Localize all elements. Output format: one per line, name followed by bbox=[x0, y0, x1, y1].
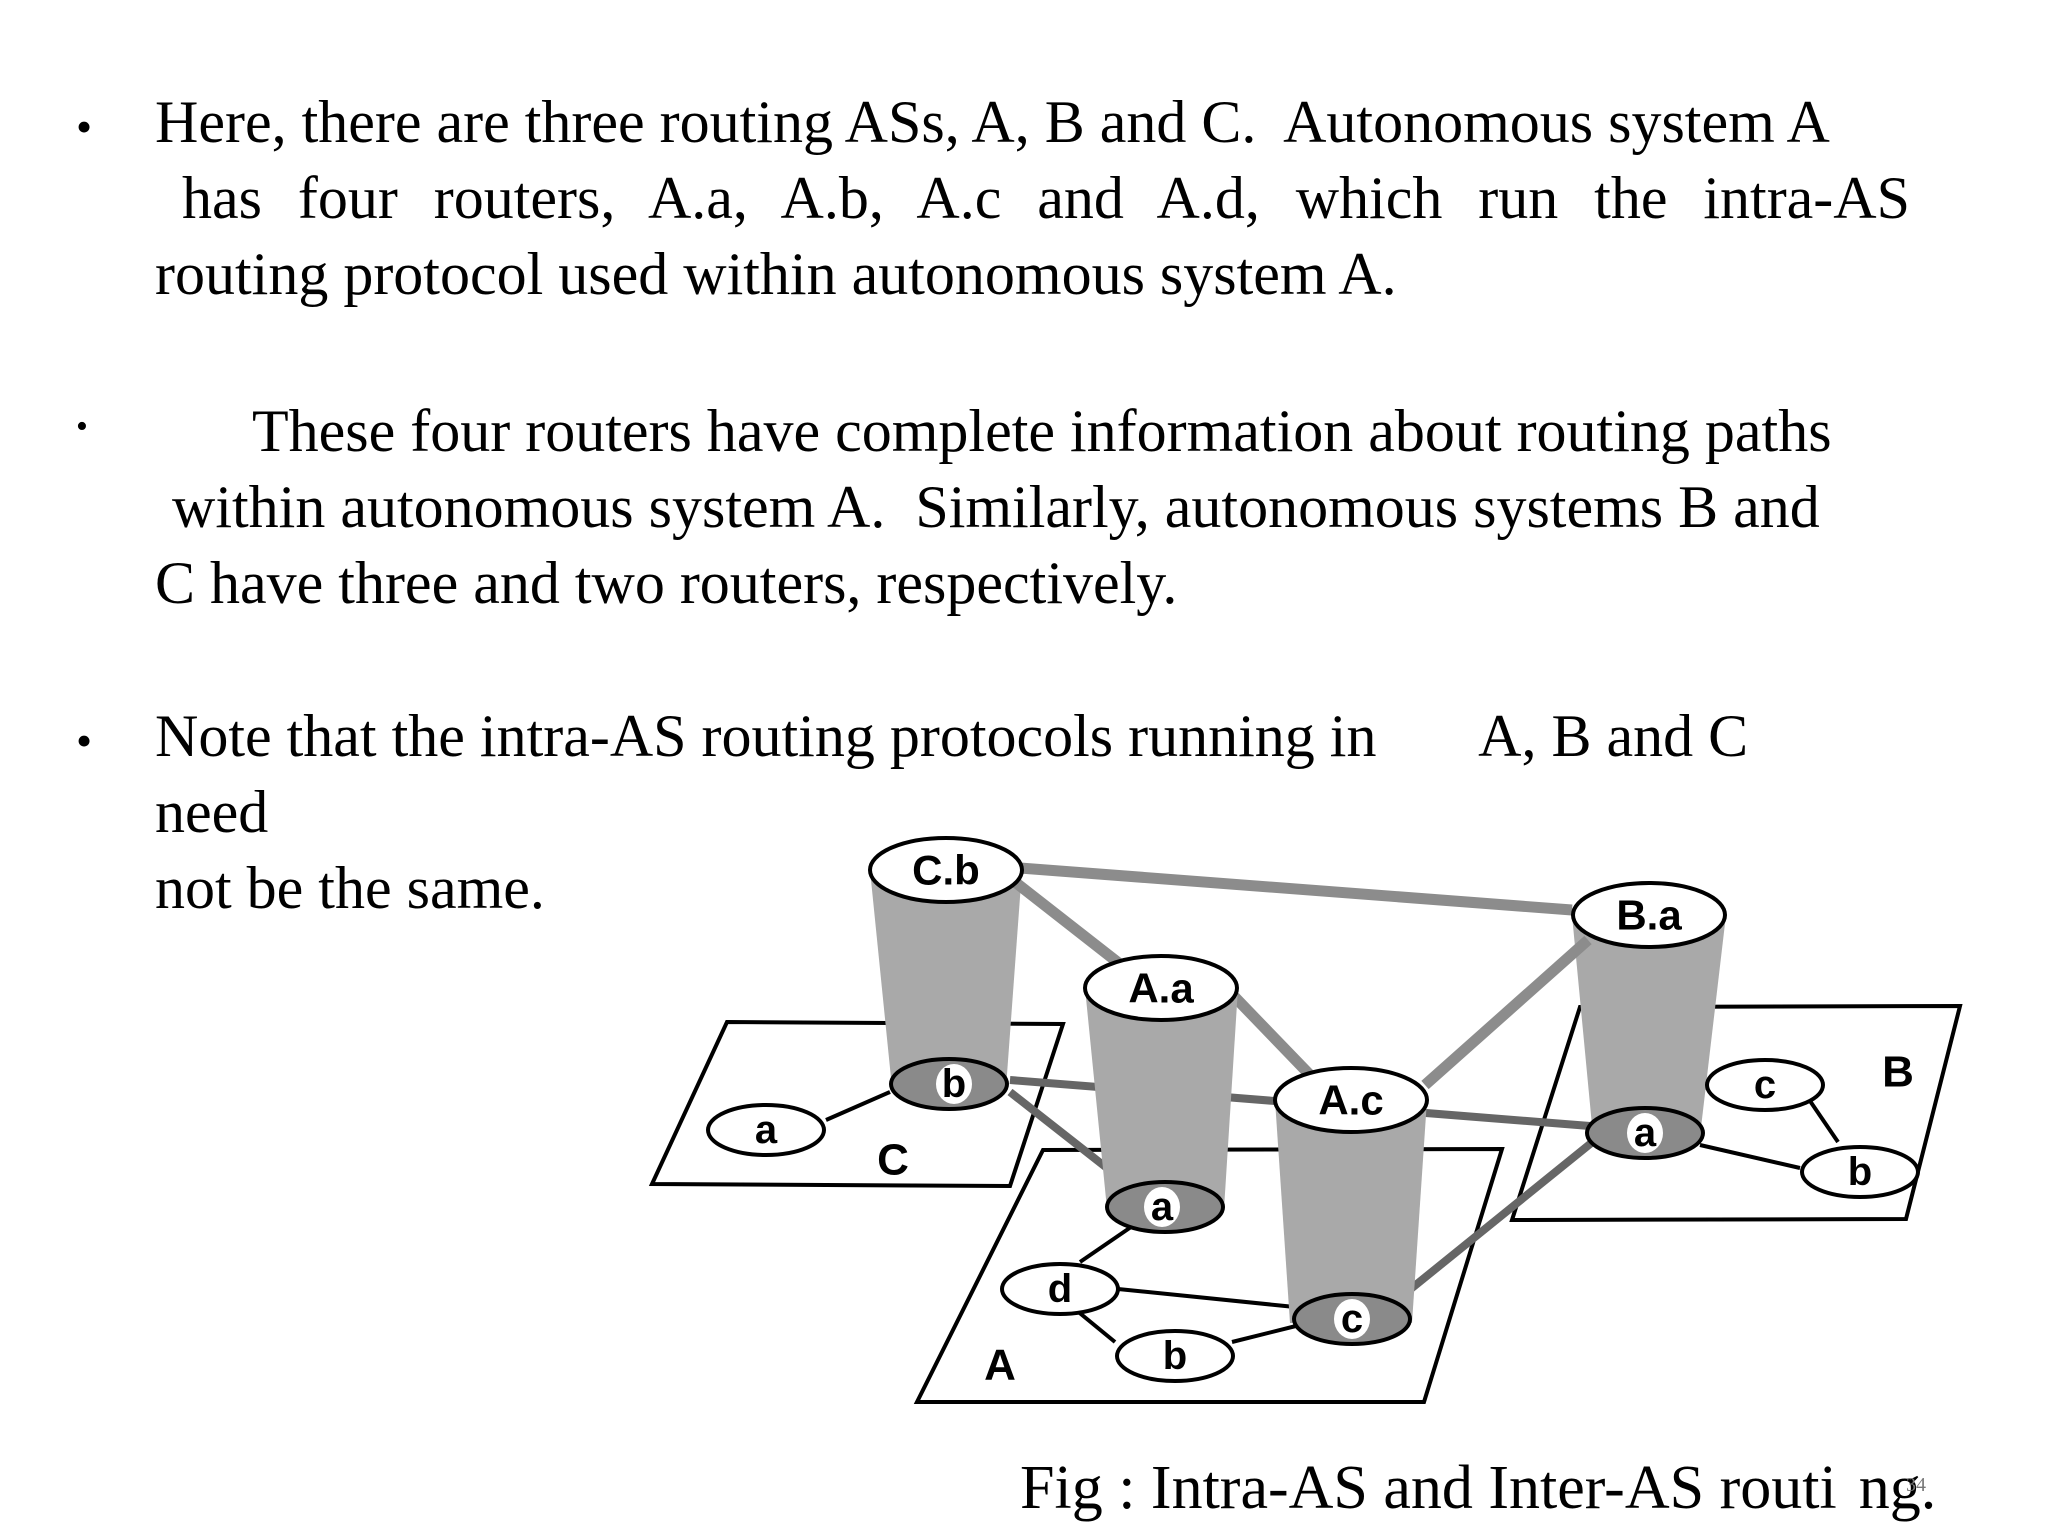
router-c-a bbox=[706, 1103, 826, 1157]
router-c-a-label: a bbox=[755, 1108, 778, 1152]
cylinder-a-c bbox=[1275, 1100, 1427, 1323]
gateway-b-a bbox=[1571, 881, 1727, 949]
link-ba-ac-top bbox=[1421, 935, 1592, 1090]
link-cb-ba-top bbox=[1019, 862, 1573, 916]
gateway-a-c-label: A.c bbox=[1318, 1077, 1383, 1124]
link-a-b-a-c bbox=[1231, 1323, 1301, 1344]
caption-part-2: ng. bbox=[1858, 1454, 1937, 1522]
cylinder-a-a bbox=[1085, 988, 1238, 1209]
router-a-c-label: c bbox=[1341, 1297, 1363, 1341]
link-cb-ac-top bbox=[1011, 877, 1129, 973]
upper-inter-links bbox=[1011, 862, 1592, 1090]
bullet-3-line-3: not be the same. bbox=[155, 855, 545, 921]
cylinder-c-b bbox=[870, 870, 1022, 1088]
link-aa-ac-top bbox=[1224, 986, 1314, 1079]
router-b-a-label: a bbox=[1634, 1111, 1657, 1155]
gateway-a-a bbox=[1083, 954, 1239, 1022]
bullet-1-line-3: routing protocol used within autonomous … bbox=[155, 241, 1397, 307]
link-a-d-a-b bbox=[1074, 1308, 1117, 1344]
link-c-a-c-b bbox=[825, 1090, 891, 1122]
link-a-d-a-c bbox=[1117, 1287, 1296, 1309]
gateway-a-a-label: A.a bbox=[1128, 965, 1194, 1012]
caption-part-1: Fig : Intra-AS and Inter-AS routi bbox=[1020, 1454, 1837, 1522]
bullet-marker: • bbox=[76, 715, 93, 766]
router-a-d bbox=[1000, 1262, 1120, 1316]
bullet-1-line-2: has four routers, A.a, A.b, A.c and A.d,… bbox=[182, 165, 1910, 231]
router-a-b bbox=[1115, 1329, 1235, 1383]
routing-diagram: b a c a a d b c b C.b B.a A.a A.c C A B bbox=[648, 836, 1963, 1404]
gateway-top-ovals bbox=[868, 836, 1727, 1134]
link-b-c-b-b bbox=[1806, 1096, 1840, 1144]
link-a-c-b-a bbox=[1404, 1136, 1598, 1296]
router-c-b-label: b bbox=[942, 1062, 966, 1106]
bullet-3-line-1: Note that the intra-AS routing protocols… bbox=[155, 703, 1749, 769]
bullet-marker: • bbox=[76, 408, 88, 445]
page-number: 34 bbox=[1906, 1474, 1926, 1496]
router-b-b bbox=[1800, 1145, 1920, 1199]
router-b-c bbox=[1705, 1058, 1825, 1112]
bullet-2-line-1: These four routers have complete informa… bbox=[252, 398, 1832, 464]
as-c-label: C bbox=[877, 1136, 909, 1185]
router-a-b-label: b bbox=[1163, 1334, 1187, 1378]
router-a-d-label: d bbox=[1048, 1267, 1072, 1311]
as-a-label: A bbox=[984, 1341, 1016, 1390]
cylinder-b-a bbox=[1572, 915, 1726, 1136]
gateway-b-a-label: B.a bbox=[1616, 892, 1682, 939]
router-ovals bbox=[706, 1058, 1920, 1383]
lower-label-badges bbox=[936, 1064, 1663, 1339]
router-a-a-label: a bbox=[1151, 1185, 1174, 1229]
bullet-3-line-2: need bbox=[155, 779, 269, 845]
bullet-1-line-1: Here, there are three routing ASs, A, B … bbox=[155, 89, 1830, 155]
bullet-2-line-3: C have three and two routers, respective… bbox=[155, 550, 1178, 616]
as-b-label: B bbox=[1882, 1048, 1914, 1097]
gateway-c-b bbox=[868, 836, 1024, 904]
bullet-marker: • bbox=[76, 101, 93, 152]
link-b-a-b-b bbox=[1699, 1143, 1801, 1170]
gateway-c-b-label: C.b bbox=[912, 847, 980, 894]
gateway-a-c bbox=[1273, 1066, 1429, 1134]
link-c-b-a-a bbox=[1007, 1088, 1115, 1176]
router-b-b-label: b bbox=[1848, 1150, 1872, 1194]
router-b-c-label: c bbox=[1754, 1063, 1776, 1107]
bullet-2-line-2: within autonomous system A. Similarly, a… bbox=[172, 474, 1820, 540]
figure-caption: Fig : Intra-AS and Inter-AS routi ng. bbox=[1020, 1450, 1936, 1526]
